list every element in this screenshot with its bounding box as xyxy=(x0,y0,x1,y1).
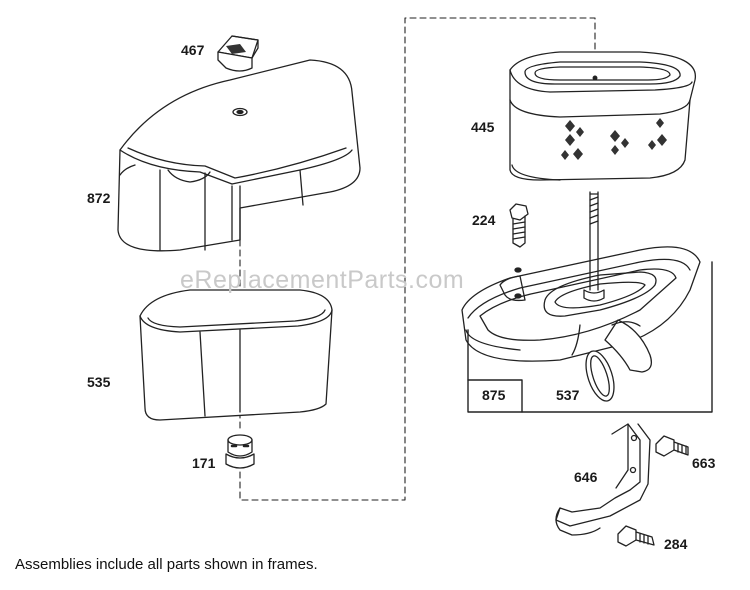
callout-224: 224 xyxy=(472,212,496,228)
part-467-knob xyxy=(217,35,259,72)
callout-535: 535 xyxy=(87,374,111,390)
assembly-frame xyxy=(467,261,713,413)
filter-pleat-marks xyxy=(561,118,667,160)
callout-875: 875 xyxy=(482,387,506,403)
part-872-cover xyxy=(117,59,361,252)
callout-284: 284 xyxy=(664,536,688,552)
callout-445: 445 xyxy=(471,119,495,135)
part-224-bolt xyxy=(509,203,529,248)
callout-646: 646 xyxy=(574,469,598,485)
watermark: eReplacementParts.com xyxy=(180,266,465,294)
frame-label-box xyxy=(467,379,523,413)
callout-537: 537 xyxy=(556,387,580,403)
part-445-filter xyxy=(509,51,696,181)
part-535-sleeve xyxy=(139,289,333,421)
part-646-bracket xyxy=(555,423,651,536)
part-663-screw xyxy=(655,435,689,457)
footer-note: Assemblies include all parts shown in fr… xyxy=(15,556,318,573)
callout-872: 872 xyxy=(87,190,111,206)
part-171-grommet xyxy=(225,434,255,469)
part-537-seal xyxy=(585,350,615,402)
callout-467: 467 xyxy=(181,42,205,58)
callout-171: 171 xyxy=(192,455,216,471)
part-284-screw xyxy=(617,525,655,547)
callout-663: 663 xyxy=(692,455,716,471)
part-875-base xyxy=(461,191,701,373)
